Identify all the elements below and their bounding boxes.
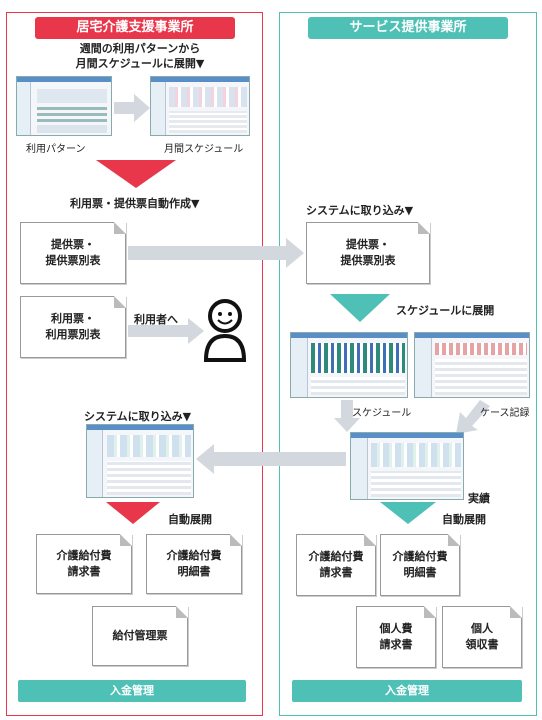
provider-kojin-seikyu-doc: 個人費 請求書 [356,606,436,668]
monthly-schedule-screenshot [150,76,250,136]
office-kyufu-doc: 給付管理票 [92,606,188,666]
usage-pattern-screenshot [16,76,112,136]
red-down-arrow-2 [106,502,160,524]
provider-panel-title: サービス提供事業所 [308,17,508,39]
office-kyufu-doc-text: 給付管理票 [112,629,168,643]
provider-jisseki-screenshot [350,432,464,500]
office-payment-bar: 入金管理 [18,680,246,702]
schedule-down-arrow [334,400,360,432]
provider-meisai-doc-text: 介護給付費 明細書 [392,550,448,579]
office-teikyo-doc: 提供票・ 提供票別表 [20,222,126,284]
provider-seikyu-doc: 介護給付費 請求書 [296,534,376,596]
schedule-expand-caption: スケジュールに展開 [396,304,495,317]
case-diagonal-arrow [456,400,490,434]
office-import-screenshot [86,424,194,498]
provider-kojin-ryoshu-doc-text: 個人 領収書 [465,622,499,651]
office-meisai-doc: 介護給付費 明細書 [146,534,242,594]
case-record-label: ケース記録 [480,408,530,419]
office-teikyo-doc-text: 提供票・ 提供票別表 [45,238,101,267]
pattern-to-monthly-arrow [114,94,150,122]
teal-down-arrow-2 [380,502,436,524]
provider-seikyu-doc-text: 介護給付費 請求書 [308,550,364,579]
teal-down-arrow-1 [330,294,390,322]
office-panel-title: 居宅介護支援事業所 [35,17,235,39]
teikyo-transfer-arrow [128,238,304,268]
office-auto-expand-label: 自動展開 [168,513,212,526]
weekly-pattern-caption-1: 週間の利用パターンから [79,42,201,55]
provider-auto-expand-label: 自動展開 [442,513,486,526]
office-seikyu-doc: 介護給付費 請求書 [36,534,132,594]
provider-case-screenshot [414,332,530,398]
provider-schedule-screenshot [290,332,408,398]
provider-teikyo-doc: 提供票・ 提供票別表 [306,222,430,284]
office-seikyu-doc-text: 介護給付費 請求書 [56,549,112,578]
to-user-label: 利用者へ [134,313,178,326]
monthly-schedule-label: 月間スケジュール [164,144,244,155]
to-user-arrow [128,318,204,344]
office-riyo-doc-text: 利用票・ 利用票別表 [45,312,101,341]
provider-kojin-seikyu-doc-text: 個人費 請求書 [379,622,413,651]
jisseki-label: 実績 [468,492,490,505]
provider-meisai-doc: 介護給付費 明細書 [380,534,460,596]
provider-import-caption: システムに取り込み▼ [306,204,414,217]
weekly-pattern-caption-2: 月間スケジュールに展開▼ [75,57,205,70]
office-import-caption: システムに取り込み▼ [84,410,192,423]
jisseki-return-arrow [196,444,346,474]
auto-create-caption: 利用票・提供票自動作成▼ [70,197,200,210]
schedule-label: スケジュール [352,408,412,419]
usage-pattern-label: 利用パターン [26,144,86,155]
office-riyo-doc: 利用票・ 利用票別表 [20,296,126,358]
user-person-icon [203,299,247,362]
office-meisai-doc-text: 介護給付費 明細書 [166,549,222,578]
provider-payment-bar: 入金管理 [292,680,522,702]
provider-kojin-ryoshu-doc: 個人 領収書 [442,606,522,668]
red-down-arrow-1 [96,160,176,188]
provider-teikyo-doc-text: 提供票・ 提供票別表 [340,238,396,267]
